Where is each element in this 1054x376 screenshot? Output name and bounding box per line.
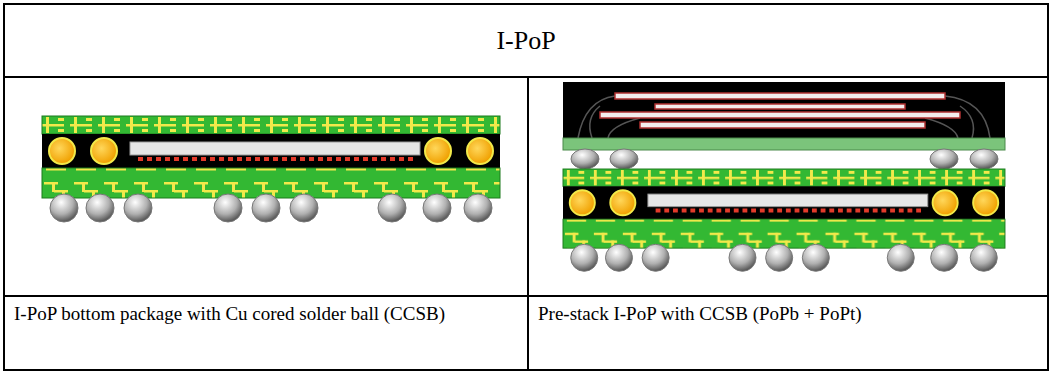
table-header: I-PoP [6, 6, 1046, 76]
table-cell: I-PoP bottom package with Cu cored solde… [14, 300, 514, 328]
table-cell: Pre-stack I-PoP with CCSB (PoPb + PoPt) [538, 300, 1038, 328]
